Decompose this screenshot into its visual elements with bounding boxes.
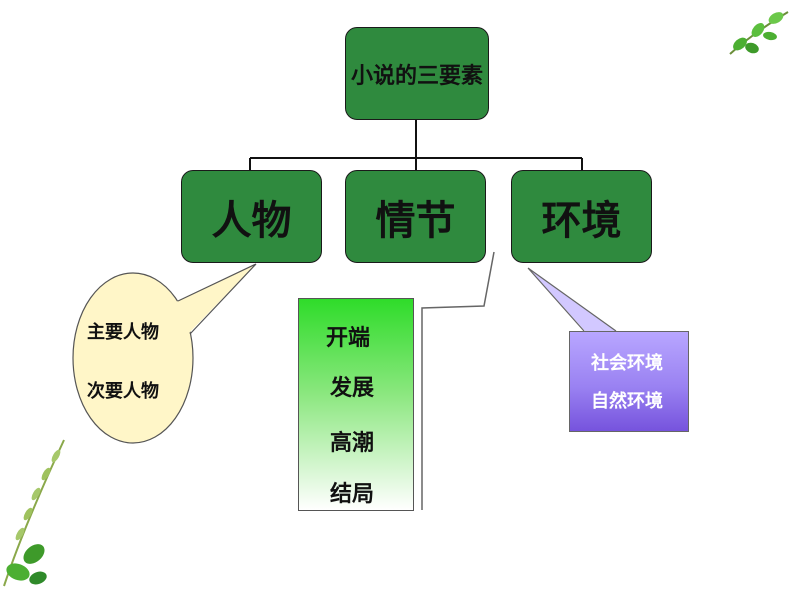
root-node-label: 小说的三要素 — [350, 63, 483, 89]
plot-stage-climax: 高潮 — [330, 431, 375, 456]
node-plot: 情节 — [345, 170, 486, 263]
character-callout-pointer — [176, 264, 256, 334]
environment-type-social: 社会环境 — [591, 353, 663, 374]
environment-type-natural: 自然环境 — [591, 391, 663, 412]
leaf-decoration-top-right — [729, 11, 789, 55]
character-type-secondary: 次要人物 — [87, 381, 159, 402]
environment-types-box — [569, 331, 689, 432]
plot-stage-resolution: 结局 — [330, 482, 375, 507]
character-type-main: 主要人物 — [87, 322, 159, 343]
node-characters: 人物 — [181, 170, 322, 263]
character-callout-pointer-edge — [177, 263, 257, 335]
node-characters-label: 人物 — [211, 197, 292, 244]
plot-stage-exposition: 开端 — [326, 326, 371, 351]
node-environment-label: 环境 — [541, 197, 622, 244]
plot-callout-bracket — [421, 251, 495, 510]
environment-callout-pointer-edge — [527, 267, 617, 332]
node-plot-label: 情节 — [375, 197, 456, 244]
plot-stage-development: 发展 — [330, 376, 375, 401]
character-callout-oval — [72, 272, 194, 444]
root-node: 小说的三要素 — [345, 27, 489, 120]
plot-stages-box — [298, 298, 414, 511]
node-environment: 环境 — [511, 170, 652, 263]
leaf-decoration-bottom-left — [3, 439, 65, 587]
